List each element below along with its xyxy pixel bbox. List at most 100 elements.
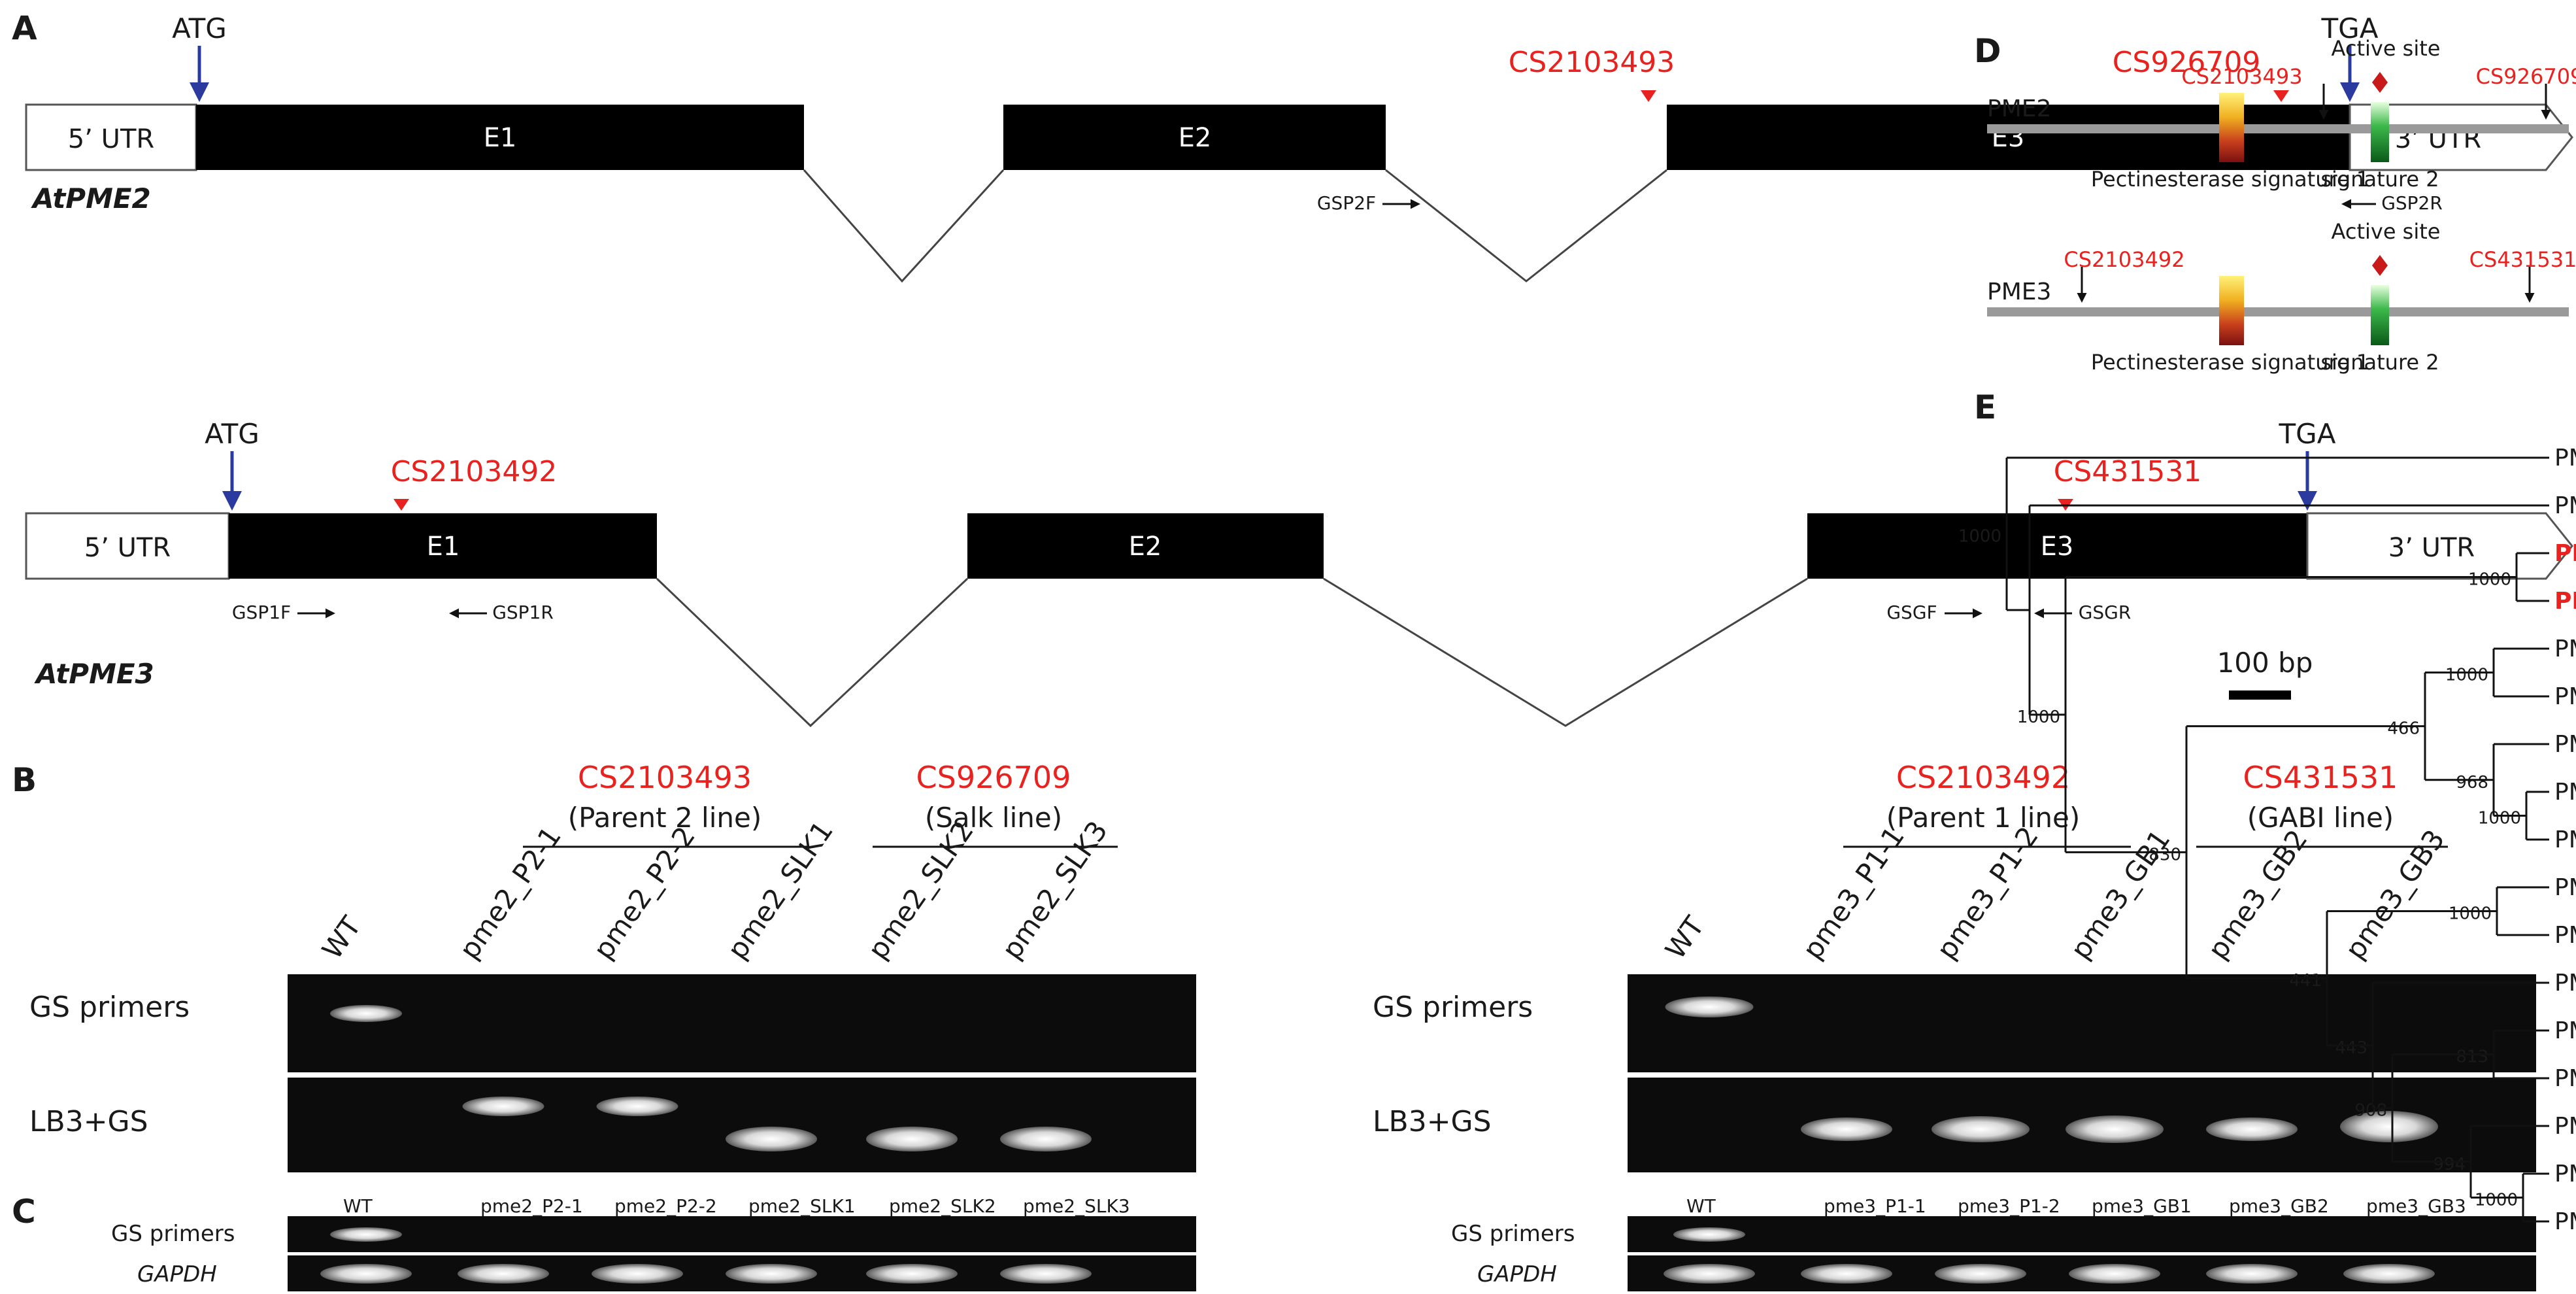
lane-label: WT <box>1659 910 1711 964</box>
protein-name: PME2 <box>1987 95 2051 122</box>
protein-backbone <box>1987 307 2569 316</box>
bootstrap-value: 1000 <box>2468 570 2511 590</box>
row-label: GAPDH <box>1477 1261 1557 1287</box>
primer-label: GSP1R <box>492 602 554 623</box>
tree-leaf-label: PME39 <box>2554 492 2576 519</box>
insertion-marker <box>2273 90 2289 102</box>
tree-leaf-label: PME40 <box>2554 445 2576 471</box>
lane-label: pme2_SLK1 <box>721 815 839 965</box>
panel-label-d: D <box>1974 32 2001 70</box>
gel-band <box>1000 1127 1092 1151</box>
tree-leaf-label: PME17 <box>2554 1017 2576 1044</box>
gel-band <box>320 1264 412 1284</box>
signature1-label: Pectinesterase signature 1 <box>2091 167 2369 192</box>
lane-label: WT <box>343 1195 373 1217</box>
gel-b-pme3-gs <box>1628 974 2536 1072</box>
gel-band <box>866 1264 958 1284</box>
signature1-box <box>2219 276 2244 345</box>
gel-b-pme2-lb3 <box>288 1078 1196 1172</box>
gel-band <box>1935 1264 2026 1284</box>
signature2-label: signature 2 <box>2320 350 2439 375</box>
lane-label: pme2_P2-2 <box>614 1195 717 1217</box>
start-codon-label: ATG <box>172 12 227 44</box>
active-site-marker <box>2372 72 2388 93</box>
bootstrap-value: 1000 <box>2017 707 2060 727</box>
primer-label: GSGR <box>2079 602 2132 623</box>
gel-band <box>330 1227 402 1242</box>
lane-label: pme3_GB2 <box>2201 824 2314 965</box>
lane-label: pme3_P1-1 <box>1796 821 1911 965</box>
row-label: GS primers <box>1373 991 1533 1024</box>
scale-bar <box>2229 690 2291 700</box>
tree-leaf-label: PME34 <box>2554 636 2576 662</box>
line-name: (Salk line) <box>925 802 1062 834</box>
stop-codon-label: TGA <box>2321 12 2379 44</box>
intron-2 <box>1385 169 1667 282</box>
lane-label: pme3_P1-2 <box>1958 1195 2060 1217</box>
insertion-marker <box>393 499 409 511</box>
lane-label: pme2_P2-2 <box>587 821 701 965</box>
b-pme3-headers: CS2103492 (Parent 1 line) CS431531 (GABI… <box>1843 760 2448 848</box>
gel-band <box>462 1097 544 1116</box>
lane-label: pme2_P2-1 <box>453 821 567 965</box>
gel-band <box>458 1264 549 1284</box>
gel-band <box>1664 1264 1755 1284</box>
row-label: LB3+GS <box>29 1105 148 1138</box>
gel-band <box>592 1264 683 1284</box>
insertion-label: CS2103492 <box>2064 247 2184 272</box>
gel-band <box>726 1127 817 1151</box>
gel-band <box>1932 1116 2030 1142</box>
lane-label: WT <box>316 910 367 964</box>
insertion-label: CS926709 <box>2113 46 2261 79</box>
exon-e1-label: E1 <box>427 532 460 562</box>
tree-leaf-label: PME60 <box>2554 1208 2576 1235</box>
insertion-marker <box>1641 90 1656 102</box>
bootstrap-value: 466 <box>2387 719 2420 739</box>
exon-e3-label: E3 <box>2041 532 2074 562</box>
signature1-box <box>2219 93 2244 162</box>
gene-structure-pme3: 5’ UTR E1 E2 E3 3’ UTR ATG TGA CS2103492… <box>25 418 2573 728</box>
lane-label: pme2_SLK3 <box>995 815 1114 965</box>
gel-band <box>726 1264 817 1284</box>
tree-leaf-label: PME6 <box>2554 970 2576 996</box>
utr3-box <box>2306 512 2573 580</box>
utr5-label: 5’ UTR <box>68 124 154 154</box>
signature2-box <box>2371 102 2389 162</box>
bootstrap-value: 1000 <box>1958 526 2001 546</box>
gene-structure-pme2: 5’ UTR E1 E2 E3 3’ UTR ATG TGA CS2103493… <box>25 12 2573 283</box>
protein-backbone <box>1987 124 2569 133</box>
bootstrap-value: 1000 <box>2449 904 2492 924</box>
tree-leaf-label: PME2 <box>2554 588 2576 615</box>
utr5-box <box>25 103 197 171</box>
signature2-label: signature 2 <box>2320 167 2439 192</box>
row-label: GAPDH <box>137 1261 217 1287</box>
stop-codon-label: TGA <box>2279 418 2336 450</box>
gel-band <box>2069 1264 2160 1284</box>
lane-label: WT <box>1686 1195 1716 1217</box>
lane-label: pme2_SLK3 <box>1023 1195 1130 1217</box>
lane-label: pme3_GB3 <box>2339 824 2451 965</box>
gel-c-gs <box>288 1216 1196 1252</box>
insertion-label: CS2103493 <box>1509 46 1675 79</box>
bootstrap-value: 1000 <box>2445 666 2488 685</box>
intron-1 <box>656 577 969 728</box>
tree-leaf-label: PME22 <box>2554 731 2576 758</box>
gel-band <box>2066 1115 2164 1143</box>
insertion-label: CS926709 <box>2476 64 2576 89</box>
panel-label-c: C <box>12 1193 36 1231</box>
bootstrap-value: 994 <box>2433 1155 2466 1174</box>
bootstrap-value: 443 <box>2335 1038 2367 1058</box>
start-codon-label: ATG <box>205 418 259 450</box>
insertion-label: CS2103493 <box>2181 64 2302 89</box>
gel-band <box>2343 1264 2435 1284</box>
bootstrap-value: 441 <box>2289 971 2322 991</box>
bootstrap-value: 830 <box>2149 845 2181 864</box>
lane-label: pme3_GB1 <box>2092 1195 2192 1217</box>
scale-bar-label: 100 bp <box>2217 647 2313 679</box>
insertion-label: CS431531 <box>2469 247 2576 272</box>
intron-2 <box>1323 577 1808 727</box>
tree-leaf-label: PME38 <box>2554 1065 2576 1092</box>
